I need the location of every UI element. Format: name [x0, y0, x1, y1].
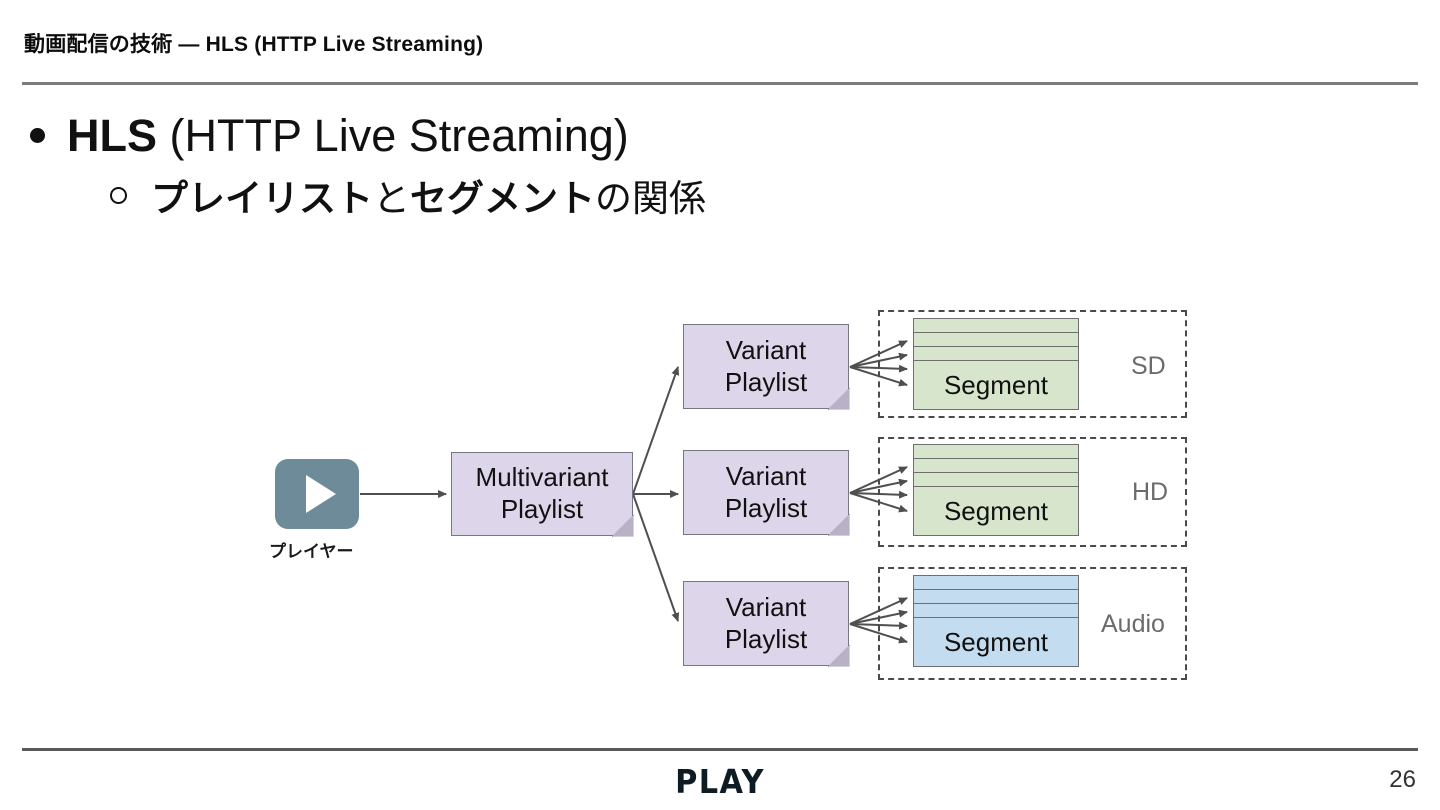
bullet-level1-rest: (HTTP Live Streaming) [157, 110, 629, 161]
segment-stack-audio[interactable]: Segment [913, 575, 1079, 667]
segment-strip [913, 444, 1079, 458]
segment-strip [913, 589, 1079, 603]
header-divider [22, 82, 1418, 85]
bullet-level1-strong: HLS [67, 110, 157, 161]
variant-playlist-sd-line1: Variant [725, 334, 807, 365]
segment-strip [913, 458, 1079, 472]
page-number: 26 [1389, 766, 1416, 793]
page-fold-icon [827, 387, 850, 410]
segment-group-label-hd: HD [1132, 478, 1169, 506]
bullet-level2-rest: の関係 [595, 178, 706, 219]
multivariant-playlist-box[interactable]: Multivariant Playlist [451, 452, 634, 537]
segment-stack-sd[interactable]: Segment [913, 318, 1079, 410]
multivariant-playlist-line1: Multivariant [475, 462, 609, 493]
footer-logo: PLAY [671, 762, 769, 801]
variant-playlist-box-audio[interactable]: Variant Playlist [683, 581, 850, 667]
variant-playlist-audio-line2: Playlist [724, 623, 808, 654]
segment-main-hd: Segment [913, 486, 1079, 536]
segment-group-label-sd: SD [1131, 352, 1166, 380]
segment-stack-hd[interactable]: Segment [913, 444, 1079, 536]
arrow-multivariant-to-variant-sd [632, 366, 680, 495]
bullet-dot-filled-icon [30, 128, 45, 143]
segment-group-audio [878, 567, 1187, 680]
segment-strip [913, 346, 1079, 360]
variant-playlist-hd-line1: Variant [725, 460, 807, 491]
bullet-level2-strong2: セグメント [410, 178, 595, 219]
segment-strip [913, 575, 1079, 589]
page-fold-icon [827, 644, 850, 667]
segment-strip [913, 318, 1079, 332]
segment-strip [913, 332, 1079, 346]
segment-group-label-audio: Audio [1101, 610, 1165, 638]
play-triangle-icon [305, 475, 336, 513]
player-caption: プレイヤー [269, 542, 354, 561]
bullet-dot-hollow-icon [110, 187, 127, 204]
variant-playlist-box-sd[interactable]: Variant Playlist [683, 324, 850, 410]
footer-divider [22, 748, 1418, 751]
segment-strip [913, 603, 1079, 617]
page-fold-icon [827, 513, 850, 536]
bullet-level1: HLS (HTTP Live Streaming) [30, 110, 629, 162]
variant-playlist-audio-line1: Variant [725, 591, 807, 622]
bullet-level2: プレイリストとセグメントの関係 [110, 178, 706, 221]
arrow-multivariant-to-variant-audio [632, 493, 680, 622]
segment-strip [913, 472, 1079, 486]
segment-group-hd [878, 437, 1187, 547]
page-fold-icon [611, 514, 634, 537]
bullet-level2-text: プレイリストとセグメントの関係 [151, 178, 706, 221]
slide-header-title: 動画配信の技術 ― HLS (HTTP Live Streaming) [24, 33, 484, 56]
variant-playlist-hd-line2: Playlist [724, 492, 808, 523]
segment-main-sd: Segment [913, 360, 1079, 410]
segment-group-sd [878, 310, 1187, 418]
segment-main-audio: Segment [913, 617, 1079, 667]
footer-logo-text: PLAY [675, 762, 765, 801]
multivariant-playlist-line2: Playlist [500, 494, 584, 524]
bullet-level1-text: HLS (HTTP Live Streaming) [67, 110, 629, 162]
bullet-level2-mid: と [373, 178, 410, 219]
play-button-icon[interactable] [275, 459, 359, 529]
bullet-level2-strong1: プレイリスト [151, 178, 373, 219]
variant-playlist-box-hd[interactable]: Variant Playlist [683, 450, 850, 536]
variant-playlist-sd-line2: Playlist [724, 366, 808, 397]
